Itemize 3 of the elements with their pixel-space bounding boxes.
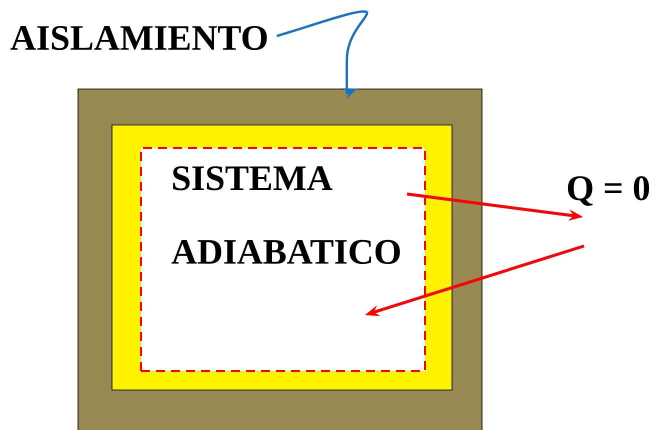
- heat-label: Q = 0: [568, 176, 650, 206]
- title-label: AISLAMIENTO: [10, 26, 267, 50]
- system-label: SISTEMA ADIABATICO: [172, 166, 400, 264]
